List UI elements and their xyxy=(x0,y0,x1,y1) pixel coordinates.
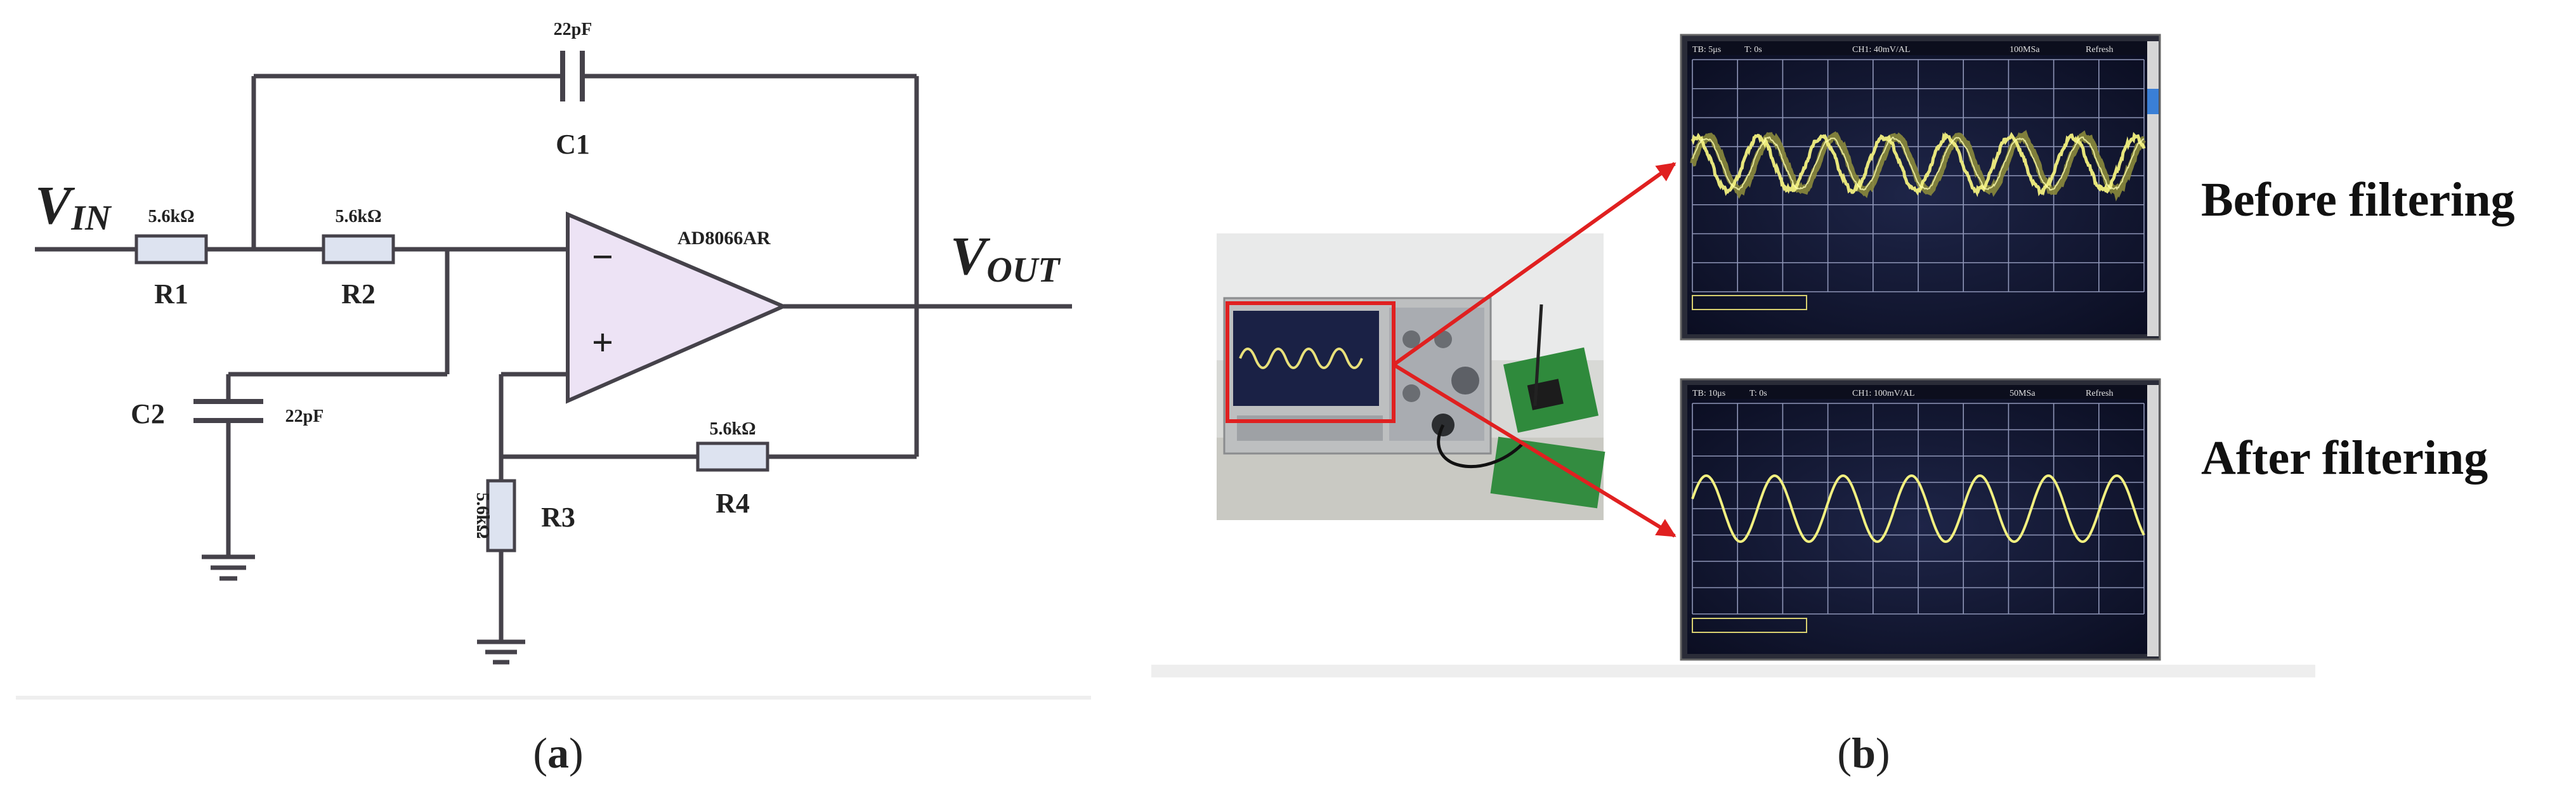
opamp-label: AD8066AR xyxy=(677,228,771,249)
r3-resistor xyxy=(486,479,516,552)
c2-value: 22pF xyxy=(285,407,324,426)
measurement-photos: TB: 5μs T: 0s CH1: 40mV/AL 100MSa Refres… xyxy=(1151,34,2515,777)
waveform-line xyxy=(1690,131,2146,197)
scope-bottom-tb: TB: 10μs xyxy=(1692,389,1725,398)
vin-label: VIN xyxy=(35,174,112,238)
c1-name: C1 xyxy=(556,129,590,160)
r4-resistor xyxy=(696,441,769,472)
r1-name: R1 xyxy=(154,278,188,310)
circuit-schematic xyxy=(35,51,1072,665)
signal-trace-clean xyxy=(1691,474,2145,544)
r2-resistor xyxy=(322,234,395,264)
r1-value: 5.6kΩ xyxy=(148,207,195,226)
opamp-triangle xyxy=(566,211,788,404)
arrow-to-before xyxy=(1392,162,1677,367)
opamp-plus-sign: + xyxy=(592,322,613,363)
scope-before-filtering: TB: 5μs T: 0s CH1: 40mV/AL 100MSa Refres… xyxy=(1680,34,2161,341)
panel-a-caption: (a) xyxy=(533,729,583,777)
waveform-line xyxy=(1691,474,2145,544)
before-filtering-label: Before filtering xyxy=(2201,173,2515,226)
r3-value: 5.6kΩ xyxy=(473,493,492,539)
r4-name: R4 xyxy=(716,488,750,519)
highlight-box xyxy=(1226,301,1396,423)
scope-grid xyxy=(1692,403,2145,615)
scope-after-filtering: TB: 10μs T: 0s CH1: 100mV/AL 50MSa Refre… xyxy=(1680,378,2161,661)
arrow-to-after xyxy=(1392,363,1677,538)
scope-bottom-t: T: 0s xyxy=(1749,389,1767,398)
opamp-minus-sign: − xyxy=(592,236,613,278)
r2-value: 5.6kΩ xyxy=(336,207,382,226)
scope-bottom-mode: Refresh xyxy=(2086,389,2114,398)
after-filtering-label: After filtering xyxy=(2201,431,2488,485)
r1-resistor xyxy=(134,234,208,264)
r2-name: R2 xyxy=(341,278,376,310)
r3-name: R3 xyxy=(541,502,575,533)
scope-top-tb: TB: 5μs xyxy=(1692,45,1721,55)
signal-trace-noisy xyxy=(1690,129,2146,202)
scope-top-mode: Refresh xyxy=(2086,45,2114,55)
scope-bottom-rate: 50MSa xyxy=(2010,389,2036,398)
waveform-line xyxy=(1692,136,2145,191)
vout-label: VOUT xyxy=(950,225,1061,290)
scope-top-t: T: 0s xyxy=(1744,45,1762,55)
r4-value: 5.6kΩ xyxy=(710,419,756,439)
lab-setup-photo xyxy=(1217,233,1605,520)
scope-bottom-ch: CH1: 100mV/AL xyxy=(1852,389,1914,398)
c2-name: C2 xyxy=(131,398,165,429)
scope-grid xyxy=(1692,59,2145,292)
scope-top-rate: 100MSa xyxy=(2010,45,2040,55)
panel-b-baseline xyxy=(1151,665,2315,677)
scope-top-ch: CH1: 40mV/AL xyxy=(1852,45,1910,55)
c1-value: 22pF xyxy=(554,20,592,39)
panel-b-caption: (b) xyxy=(1837,729,1890,777)
